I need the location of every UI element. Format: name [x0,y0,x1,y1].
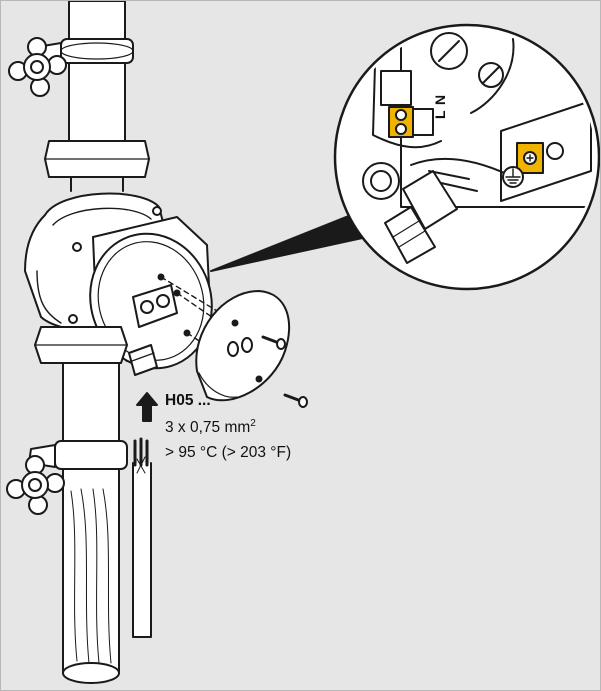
upper-pipe [60,1,134,142]
lower-union-nut [34,326,128,364]
earth-ground-icon [502,166,524,188]
cable-cross-section-label: 3 x 0,75 mm2 [165,417,256,436]
cover-screw-top-icon [261,335,286,350]
earth-terminal [516,142,544,174]
cover-screw-bottom-icon [283,393,308,408]
upper-union-nut [44,140,150,192]
magnifier-callout-icon: L N [210,23,600,291]
lower-gate-valve-icon [6,444,65,515]
power-cable [132,437,152,638]
terminal-cover [195,290,291,402]
cable-temperature-label: > 95 °C (> 203 °F) [165,444,292,461]
magnified-cable-gland [384,170,478,264]
cable-gland [128,344,158,376]
neutral-terminal-label: N [432,95,448,105]
arrow-up-icon [136,392,158,422]
line-terminal-label: L [432,110,448,119]
cable-type-label: H05 ... [165,392,211,409]
lower-pipe [54,362,128,684]
line-neutral-terminal-block: L N [380,70,448,138]
upper-gate-valve-icon [8,37,67,97]
